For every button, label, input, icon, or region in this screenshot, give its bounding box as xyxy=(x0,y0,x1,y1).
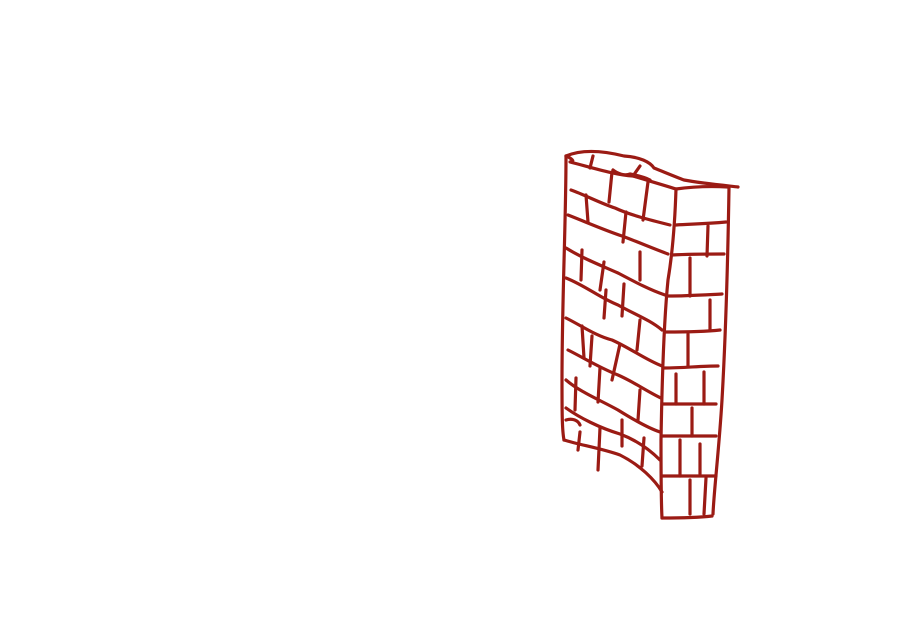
side-course-8 xyxy=(564,406,662,462)
front-course-4 xyxy=(664,328,722,334)
wall-top-face xyxy=(564,149,740,189)
front-joint-1 xyxy=(705,224,710,258)
side-joint-10 xyxy=(588,334,594,368)
side-joint-17 xyxy=(640,436,646,468)
wall-top-inner-3 xyxy=(631,164,642,178)
wall-top-inner-4 xyxy=(674,185,730,191)
wall-top-front-edge xyxy=(564,154,678,191)
side-joint-4 xyxy=(598,260,606,292)
wall-bottom-front xyxy=(660,514,714,520)
side-joint-2 xyxy=(621,210,628,244)
front-course-1 xyxy=(674,220,728,227)
front-course-2 xyxy=(670,252,726,257)
side-joint-6 xyxy=(602,288,608,320)
side-joint-11 xyxy=(610,342,622,382)
wall-corner-edge xyxy=(659,187,678,520)
side-course-7 xyxy=(564,378,662,434)
side-joint-15 xyxy=(596,426,602,472)
front-course-3 xyxy=(666,292,724,298)
side-joint-7 xyxy=(620,282,626,318)
side-course-4 xyxy=(564,276,664,332)
side-joint-18 xyxy=(576,430,582,452)
wall-left-edge xyxy=(560,154,568,442)
wall-top-inner-5 xyxy=(607,170,614,204)
side-joint-9 xyxy=(635,318,642,352)
wall-top-inner-1 xyxy=(588,154,595,170)
side-course-1 xyxy=(569,188,672,227)
side-joint-8 xyxy=(580,324,586,360)
side-course-6 xyxy=(566,348,663,400)
side-course-5 xyxy=(564,316,664,368)
wall-right-edge xyxy=(711,186,731,516)
front-joint-11 xyxy=(702,476,708,516)
side-joint-14 xyxy=(636,388,642,422)
side-course-9 xyxy=(564,417,582,427)
side-joint-13 xyxy=(596,366,602,404)
side-joint-3 xyxy=(579,248,584,282)
side-joint-1 xyxy=(584,193,590,224)
wall-top-inner-6 xyxy=(641,180,650,222)
wall-top-inner-2 xyxy=(611,168,652,182)
front-course-5 xyxy=(662,364,720,370)
side-joint-12 xyxy=(573,376,578,412)
